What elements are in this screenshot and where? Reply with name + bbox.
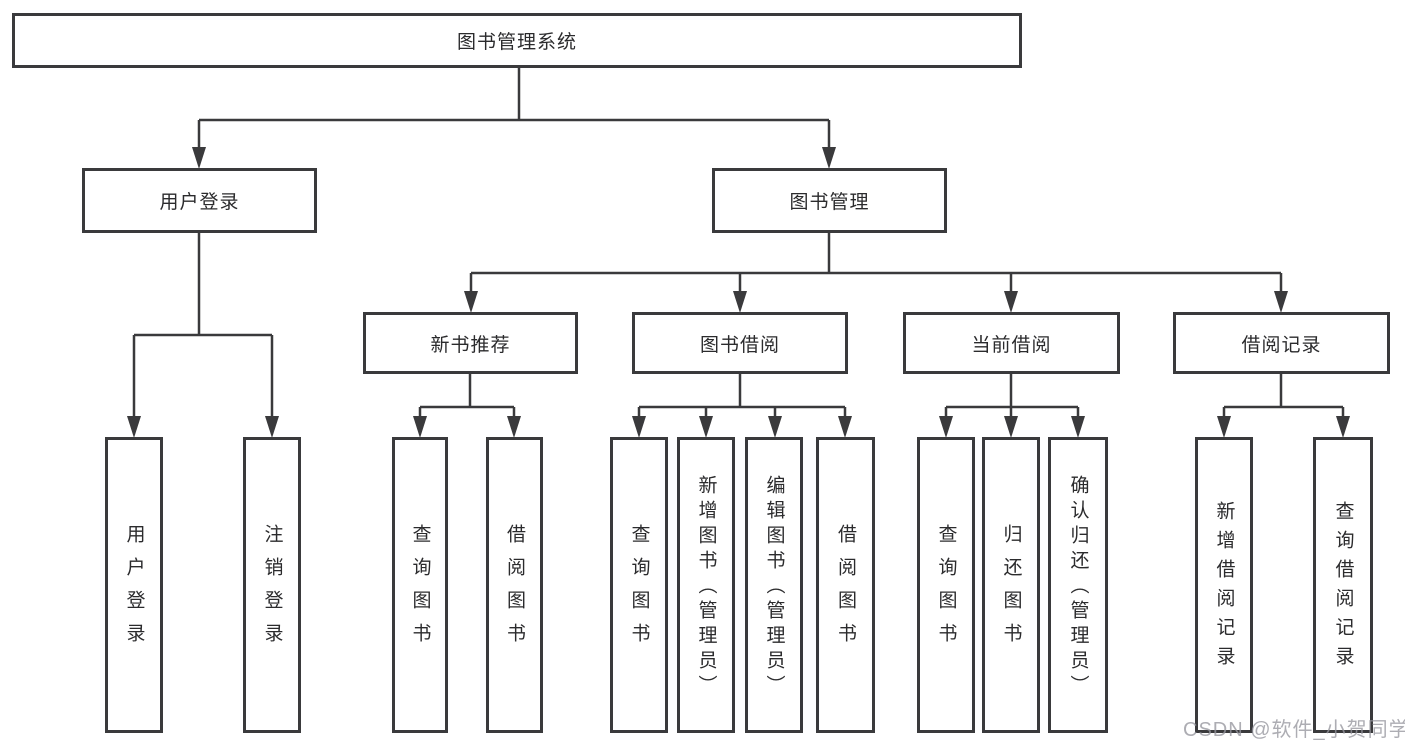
leaf-logout: 注销登录 — [243, 437, 301, 733]
arrowhead-icons — [127, 147, 1350, 438]
leaf-user-login: 用户登录 — [105, 437, 163, 733]
csdn-watermark: CSDN @软件_小贺同学 — [1183, 719, 1405, 741]
leaf-query-books-current: 查询图书 — [917, 437, 975, 733]
leaf-add-books-admin: 新增图书（管理员） — [677, 437, 735, 733]
node-user-login: 用户登录 — [82, 168, 317, 233]
leaf-borrow-books-recommend: 借阅图书 — [486, 437, 543, 733]
leaf-confirm-return-admin: 确认归还（管理员） — [1048, 437, 1108, 733]
leaf-add-borrow-record: 新增借阅记录 — [1195, 437, 1253, 733]
node-book-management: 图书管理 — [712, 168, 947, 233]
leaf-edit-books-admin: 编辑图书（管理员） — [745, 437, 803, 733]
node-library-management-system: 图书管理系统 — [12, 13, 1022, 68]
leaf-query-books-borrowing: 查询图书 — [610, 437, 668, 733]
leaf-return-books: 归还图书 — [982, 437, 1040, 733]
leaf-query-books-recommend: 查询图书 — [392, 437, 448, 733]
leaf-query-borrow-record: 查询借阅记录 — [1313, 437, 1373, 733]
leaf-borrow-books: 借阅图书 — [816, 437, 875, 733]
node-borrowing-records: 借阅记录 — [1173, 312, 1390, 374]
node-book-borrowing: 图书借阅 — [632, 312, 848, 374]
node-new-book-recommendation: 新书推荐 — [363, 312, 578, 374]
node-current-borrowing: 当前借阅 — [903, 312, 1120, 374]
